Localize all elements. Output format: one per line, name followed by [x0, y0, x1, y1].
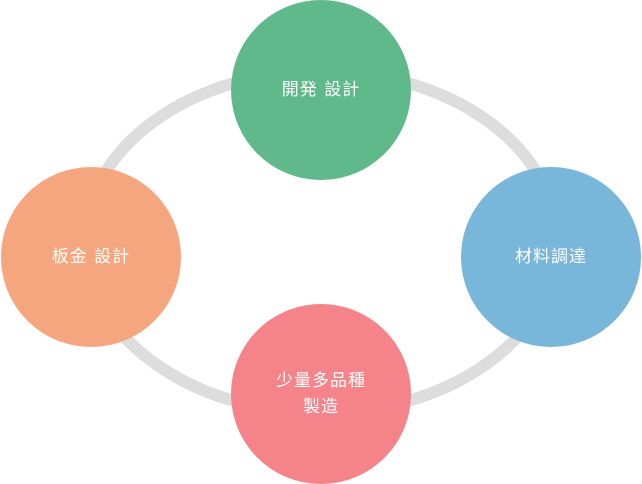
- node-sheet-metal-design-label: 板金 設計: [51, 247, 131, 267]
- node-high-mix-low-volume-manufacturing-label: 少量多品種 製造: [276, 371, 366, 417]
- node-material-procurement: 材料調達: [461, 167, 641, 347]
- node-high-mix-low-volume-manufacturing: 少量多品種 製造: [231, 304, 411, 484]
- node-sheet-metal-design: 板金 設計: [1, 167, 181, 347]
- node-material-procurement-label: 材料調達: [515, 247, 587, 267]
- node-development-design-label: 開発 設計: [281, 80, 361, 100]
- node-development-design: 開発 設計: [231, 0, 411, 180]
